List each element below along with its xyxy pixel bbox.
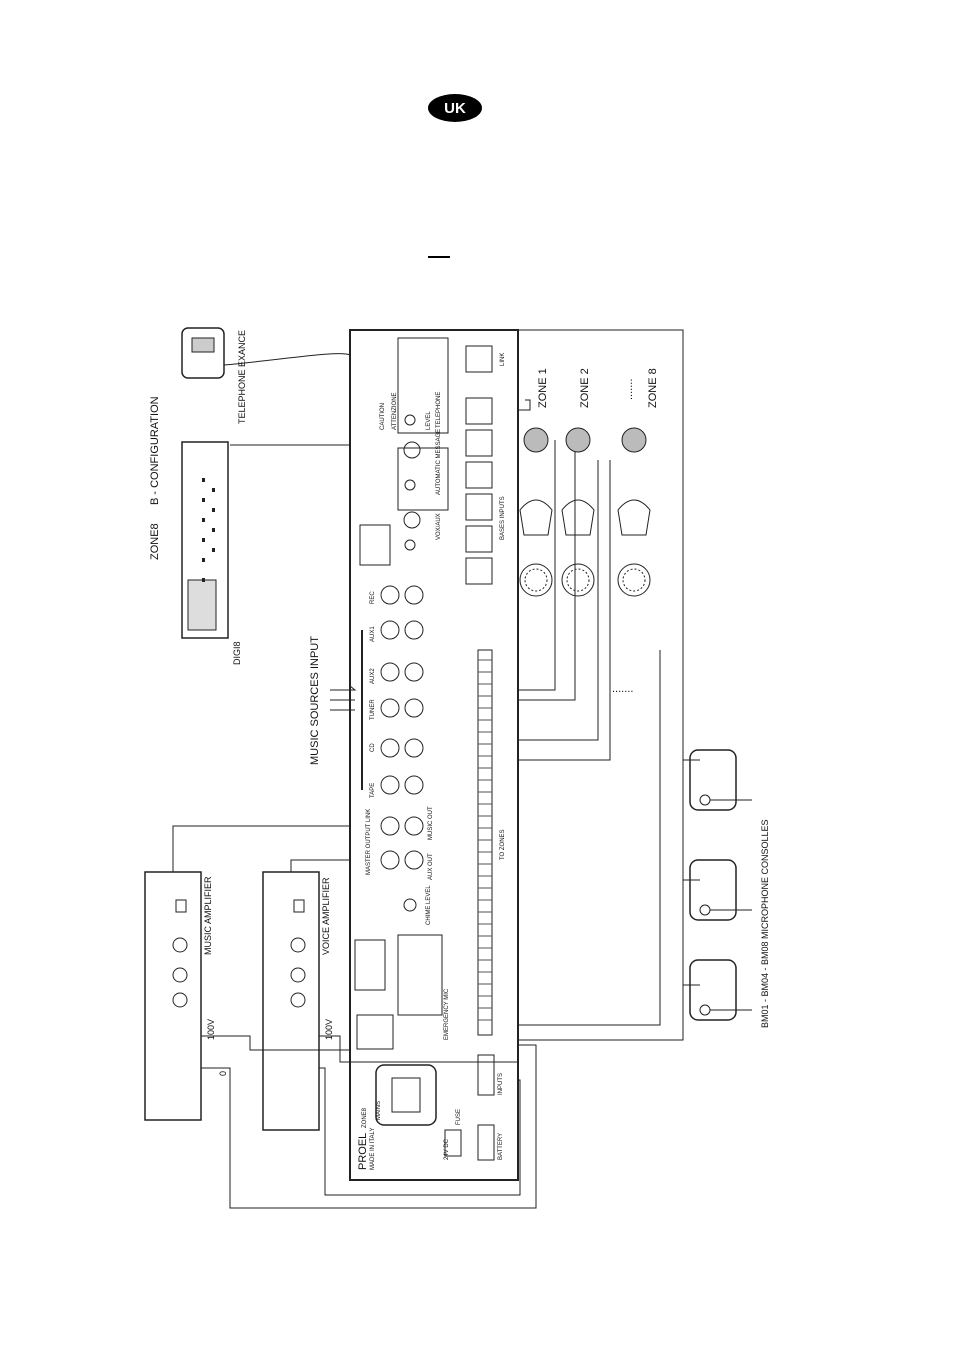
config-title: B - CONFIGURATION (149, 396, 161, 505)
rec-label: REC (370, 591, 376, 604)
voice-label: VOX/AUX (436, 513, 442, 540)
caution-label: CAUTION (380, 403, 386, 430)
telephone-panel-label: TELEPHONE (436, 392, 442, 428)
battery-label: BATTERY (498, 1133, 504, 1160)
made-label: MADE IN ITALY (370, 1128, 376, 1170)
dots-consoles: ....... (612, 683, 633, 695)
inputs-label: INPUTS (498, 1073, 504, 1095)
music-amplifier (144, 871, 202, 1121)
underline-mark (428, 256, 450, 258)
link-label: LINK (500, 353, 506, 366)
voltage-100v-b: 100V (324, 1019, 334, 1040)
tape-label: TAPE (370, 783, 376, 798)
telephone-label: TELEPHONE EXANCE (237, 330, 247, 424)
master-out-label: MASTER OUTPUT LINK (366, 809, 372, 875)
chime-label: CHIME LEVEL (426, 885, 432, 925)
aux2-label: AUX2 (370, 668, 376, 684)
voltage-100v-a: 100V (206, 1019, 216, 1040)
telephone-icon (181, 327, 225, 379)
fuse-label: FUSE (456, 1109, 462, 1125)
rca-jacks (380, 585, 424, 870)
dots-zones: ....... (623, 379, 635, 400)
aux1-label: AUX1 (370, 626, 376, 642)
digi8-label: DIGI8 (232, 641, 242, 665)
dc-label: 24V DC (444, 1138, 450, 1160)
consoles-label: BM01 - BM04 - BM08 MICROPHONE CONSOLLES (760, 819, 770, 1028)
zone2-label: ZONE 2 (579, 368, 591, 408)
digi8-unit (181, 441, 229, 639)
rj-sockets (465, 345, 493, 585)
zone8-label: ZONE 8 (647, 368, 659, 408)
attenzione-label: ATTENZIONE (392, 392, 398, 430)
mains-connector (375, 1064, 437, 1126)
emergency-label: EMERGENCY MIC (444, 988, 450, 1040)
auto-msg-label: AUTOMATIC MESSAGE (436, 429, 442, 495)
zero-label: 0 (218, 1071, 228, 1076)
music-sources-label: MUSIC SOURCES INPUT (309, 636, 321, 765)
level-label: LEVEL (426, 411, 432, 430)
uk-language-badge: UK (428, 94, 482, 122)
zone8-title: ZONE8 (149, 523, 161, 560)
mains-label: MAINS (376, 1101, 382, 1120)
cd-label: CD (370, 743, 376, 752)
microphone-consoles (689, 749, 752, 1021)
music-out-label: MUSIC OUT (428, 806, 434, 840)
terminal-strip (477, 649, 493, 1036)
to-zones-label: TO ZONES (500, 829, 506, 860)
bases-label: BASES INPUTS (500, 496, 506, 540)
zone1-label: ZONE 1 (537, 368, 549, 408)
music-amp-label: MUSIC AMPLIFIER (203, 876, 213, 955)
model-label: ZONE8 (362, 1107, 368, 1128)
aux-out-label: AUX OUT (428, 853, 434, 880)
voice-amp-label: VOICE AMPLIFIER (321, 877, 331, 955)
zone-devices (519, 427, 651, 597)
brand-label: PROEL (357, 1133, 369, 1170)
tuner-label: TUNER (370, 699, 376, 720)
